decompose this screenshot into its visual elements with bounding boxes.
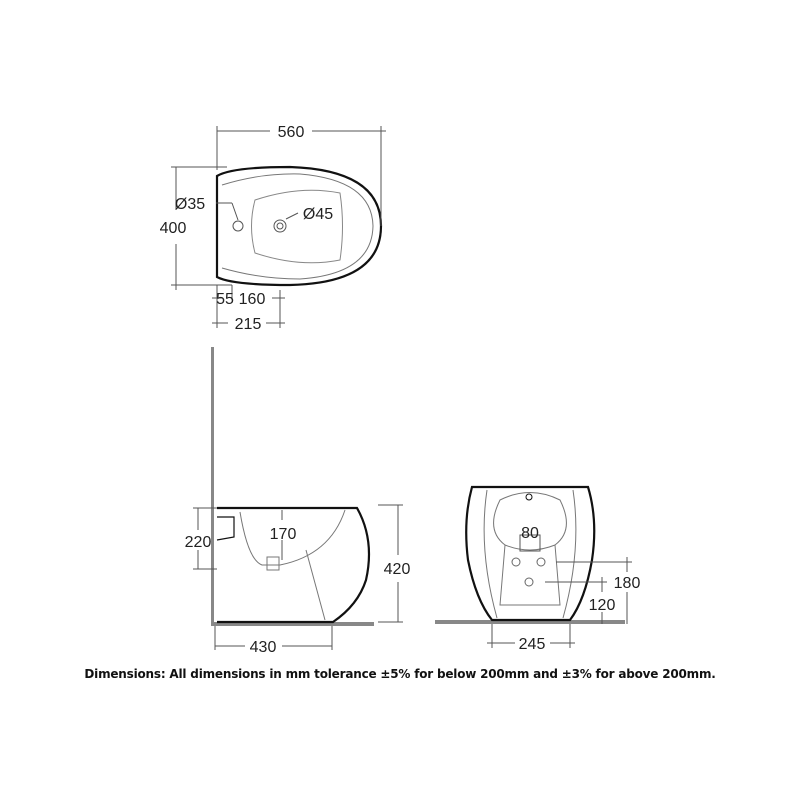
waste-hole — [273, 219, 287, 233]
dimensions-caption: Dimensions: All dimensions in mm toleran… — [84, 667, 716, 681]
lower-fixing-dimension: 120 — [589, 597, 616, 614]
rim-line — [221, 173, 374, 280]
bowl-line — [251, 189, 343, 264]
floor — [435, 620, 625, 624]
depth-dimension: 400 — [160, 220, 187, 237]
upper-fixing-dimension: 180 — [614, 575, 641, 592]
tap-to-waste-dimension: 160 — [239, 291, 266, 308]
waste-hole-dimension: Ø45 — [303, 206, 333, 223]
front-view — [435, 485, 632, 648]
width-dimension: 560 — [278, 124, 305, 141]
floor — [211, 622, 374, 626]
tap-hole — [232, 220, 244, 232]
wall — [211, 347, 214, 625]
edge-to-waste-dimension: 215 — [235, 316, 262, 333]
edge-to-tap-dimension: 55 — [216, 291, 234, 308]
waste-width-dimension: 80 — [521, 525, 539, 542]
projection-dimension: 430 — [250, 639, 277, 656]
top-outline — [215, 165, 383, 287]
inlet-height-dimension: 220 — [185, 534, 212, 551]
side-view — [193, 347, 403, 650]
base-width-dimension: 245 — [519, 636, 546, 653]
top-view — [171, 126, 386, 328]
waste-drop-dimension: 170 — [270, 526, 297, 543]
height-dimension: 420 — [384, 561, 411, 578]
tap-hole-dimension: Ø35 — [175, 196, 205, 213]
